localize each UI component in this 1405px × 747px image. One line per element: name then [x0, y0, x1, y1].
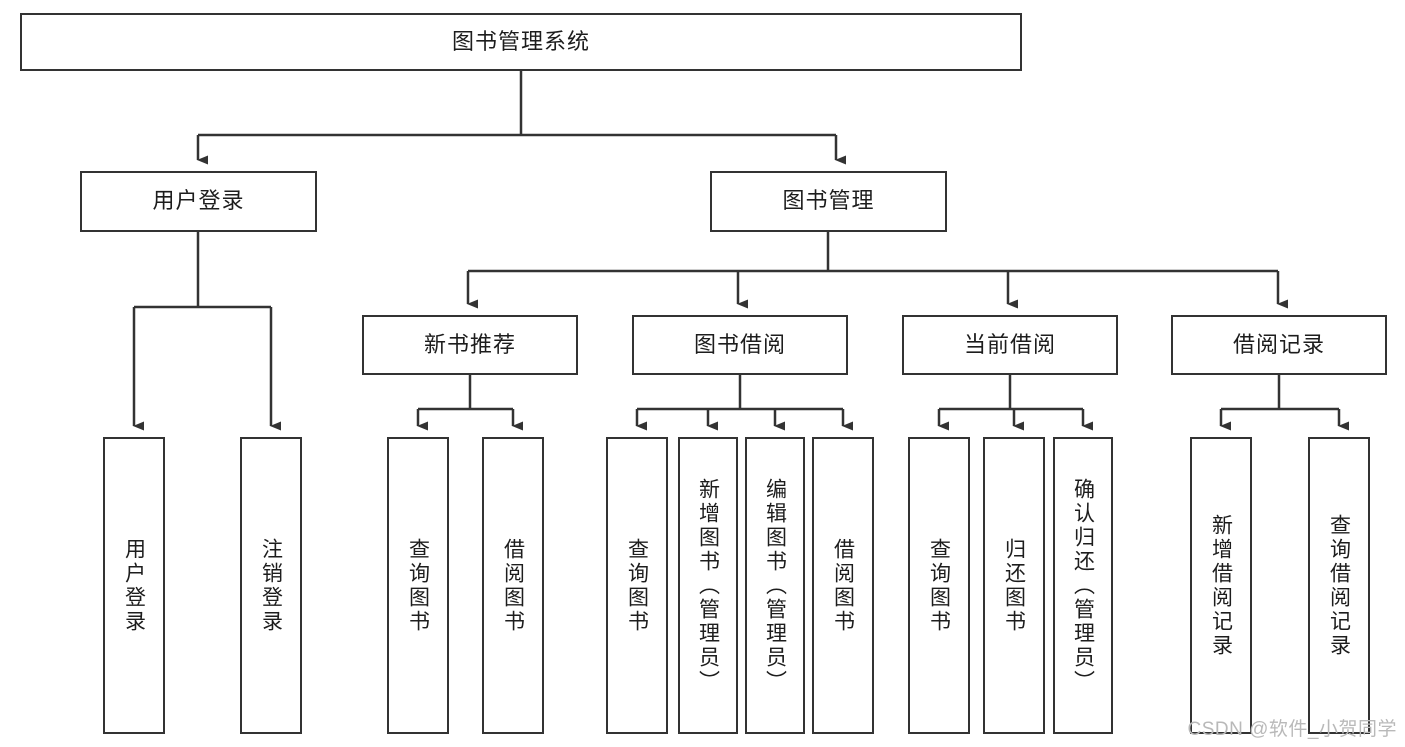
node-leaf-borrow-query-book-label: 查询图书: [625, 537, 649, 634]
node-leaf-rec-borrow-book-label: 借阅图书: [501, 537, 525, 634]
node-leaf-cur-confirm-return-label: 确认归还（管理员）: [1071, 477, 1095, 694]
node-leaf-user-logout[interactable]: 注销登录: [240, 437, 302, 734]
node-user-login-label: 用户登录: [152, 188, 245, 214]
node-leaf-cur-query-book-label: 查询图书: [927, 537, 951, 634]
node-leaf-cur-query-book[interactable]: 查询图书: [908, 437, 970, 734]
node-leaf-user-login-label: 用户登录: [122, 537, 146, 634]
node-leaf-borrow-edit-book-label: 编辑图书（管理员）: [763, 477, 787, 694]
node-book-borrow[interactable]: 图书借阅: [632, 315, 848, 375]
node-borrow-record[interactable]: 借阅记录: [1171, 315, 1387, 375]
node-leaf-cur-return-book[interactable]: 归还图书: [983, 437, 1045, 734]
node-book-borrow-label: 图书借阅: [693, 331, 786, 357]
node-leaf-borrow-add-book[interactable]: 新增图书（管理员）: [678, 437, 738, 734]
node-leaf-borrow-borrow-book-label: 借阅图书: [831, 537, 855, 634]
node-leaf-user-login[interactable]: 用户登录: [103, 437, 165, 734]
node-new-book-rec-label: 新书推荐: [423, 331, 516, 357]
node-leaf-cur-return-book-label: 归还图书: [1002, 537, 1026, 634]
watermark-text: CSDN @软件_小贺同学: [1187, 719, 1397, 740]
node-current-borrow-label: 当前借阅: [963, 331, 1056, 357]
node-leaf-borrow-query-book[interactable]: 查询图书: [606, 437, 668, 734]
node-book-manage[interactable]: 图书管理: [710, 171, 947, 232]
node-borrow-record-label: 借阅记录: [1232, 331, 1325, 357]
node-leaf-rec-add-record-label: 新增借阅记录: [1209, 513, 1233, 658]
node-new-book-rec[interactable]: 新书推荐: [362, 315, 578, 375]
node-leaf-borrow-add-book-label: 新增图书（管理员）: [696, 477, 720, 694]
node-leaf-rec-query-book-label: 查询图书: [406, 537, 430, 634]
node-leaf-rec-add-record[interactable]: 新增借阅记录: [1190, 437, 1252, 734]
node-leaf-rec-query-book[interactable]: 查询图书: [387, 437, 449, 734]
node-root-label: 图书管理系统: [451, 28, 590, 54]
node-leaf-rec-query-record-label: 查询借阅记录: [1327, 513, 1351, 658]
node-user-login[interactable]: 用户登录: [80, 171, 317, 232]
node-leaf-user-logout-label: 注销登录: [259, 537, 283, 634]
node-leaf-borrow-edit-book[interactable]: 编辑图书（管理员）: [745, 437, 805, 734]
node-root[interactable]: 图书管理系统: [20, 13, 1022, 71]
node-current-borrow[interactable]: 当前借阅: [902, 315, 1118, 375]
node-leaf-rec-borrow-book[interactable]: 借阅图书: [482, 437, 544, 734]
node-leaf-cur-confirm-return[interactable]: 确认归还（管理员）: [1053, 437, 1113, 734]
node-leaf-rec-query-record[interactable]: 查询借阅记录: [1308, 437, 1370, 734]
node-leaf-borrow-borrow-book[interactable]: 借阅图书: [812, 437, 874, 734]
node-book-manage-label: 图书管理: [782, 188, 875, 214]
